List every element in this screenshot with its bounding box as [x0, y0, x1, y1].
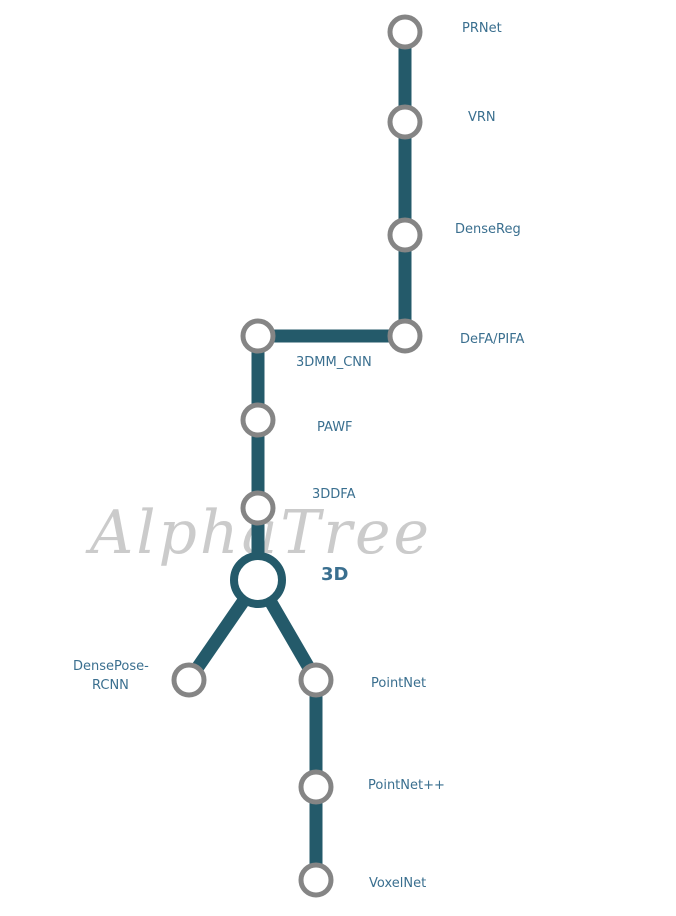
label-defa-pifa: DeFA/PIFA	[460, 332, 525, 347]
label-root-3d: 3D	[321, 564, 348, 585]
node-voxelnet	[298, 862, 334, 898]
node-root-3d	[230, 552, 286, 608]
node-3dmm-cnn	[240, 318, 276, 354]
node-prnet	[387, 14, 423, 50]
node-densepose-rcnn	[171, 662, 207, 698]
node-densereg	[387, 217, 423, 253]
label-pawf: PAWF	[317, 420, 353, 435]
label-3dmm-cnn: 3DMM_CNN	[296, 355, 372, 370]
node-defa-pifa	[387, 318, 423, 354]
label-3ddfa: 3DDFA	[312, 487, 356, 502]
labels: PRNet VRN DenseReg DeFA/PIFA 3DMM_CNN PA…	[73, 21, 525, 891]
node-pointnet	[298, 662, 334, 698]
node-pawf	[240, 402, 276, 438]
label-pointnet: PointNet	[371, 676, 426, 691]
label-densereg: DenseReg	[455, 222, 521, 237]
label-vrn: VRN	[468, 110, 496, 125]
edges	[183, 32, 412, 880]
label-pointnet-pp: PointNet++	[368, 778, 445, 793]
label-densepose-line2: RCNN	[92, 678, 129, 693]
node-3ddfa	[240, 490, 276, 526]
label-prnet: PRNet	[462, 21, 502, 36]
label-densepose-line1: DensePose-	[73, 659, 149, 674]
label-voxelnet: VoxelNet	[369, 876, 426, 891]
node-vrn	[387, 104, 423, 140]
nodes	[171, 14, 423, 898]
node-pointnet-pp	[298, 769, 334, 805]
